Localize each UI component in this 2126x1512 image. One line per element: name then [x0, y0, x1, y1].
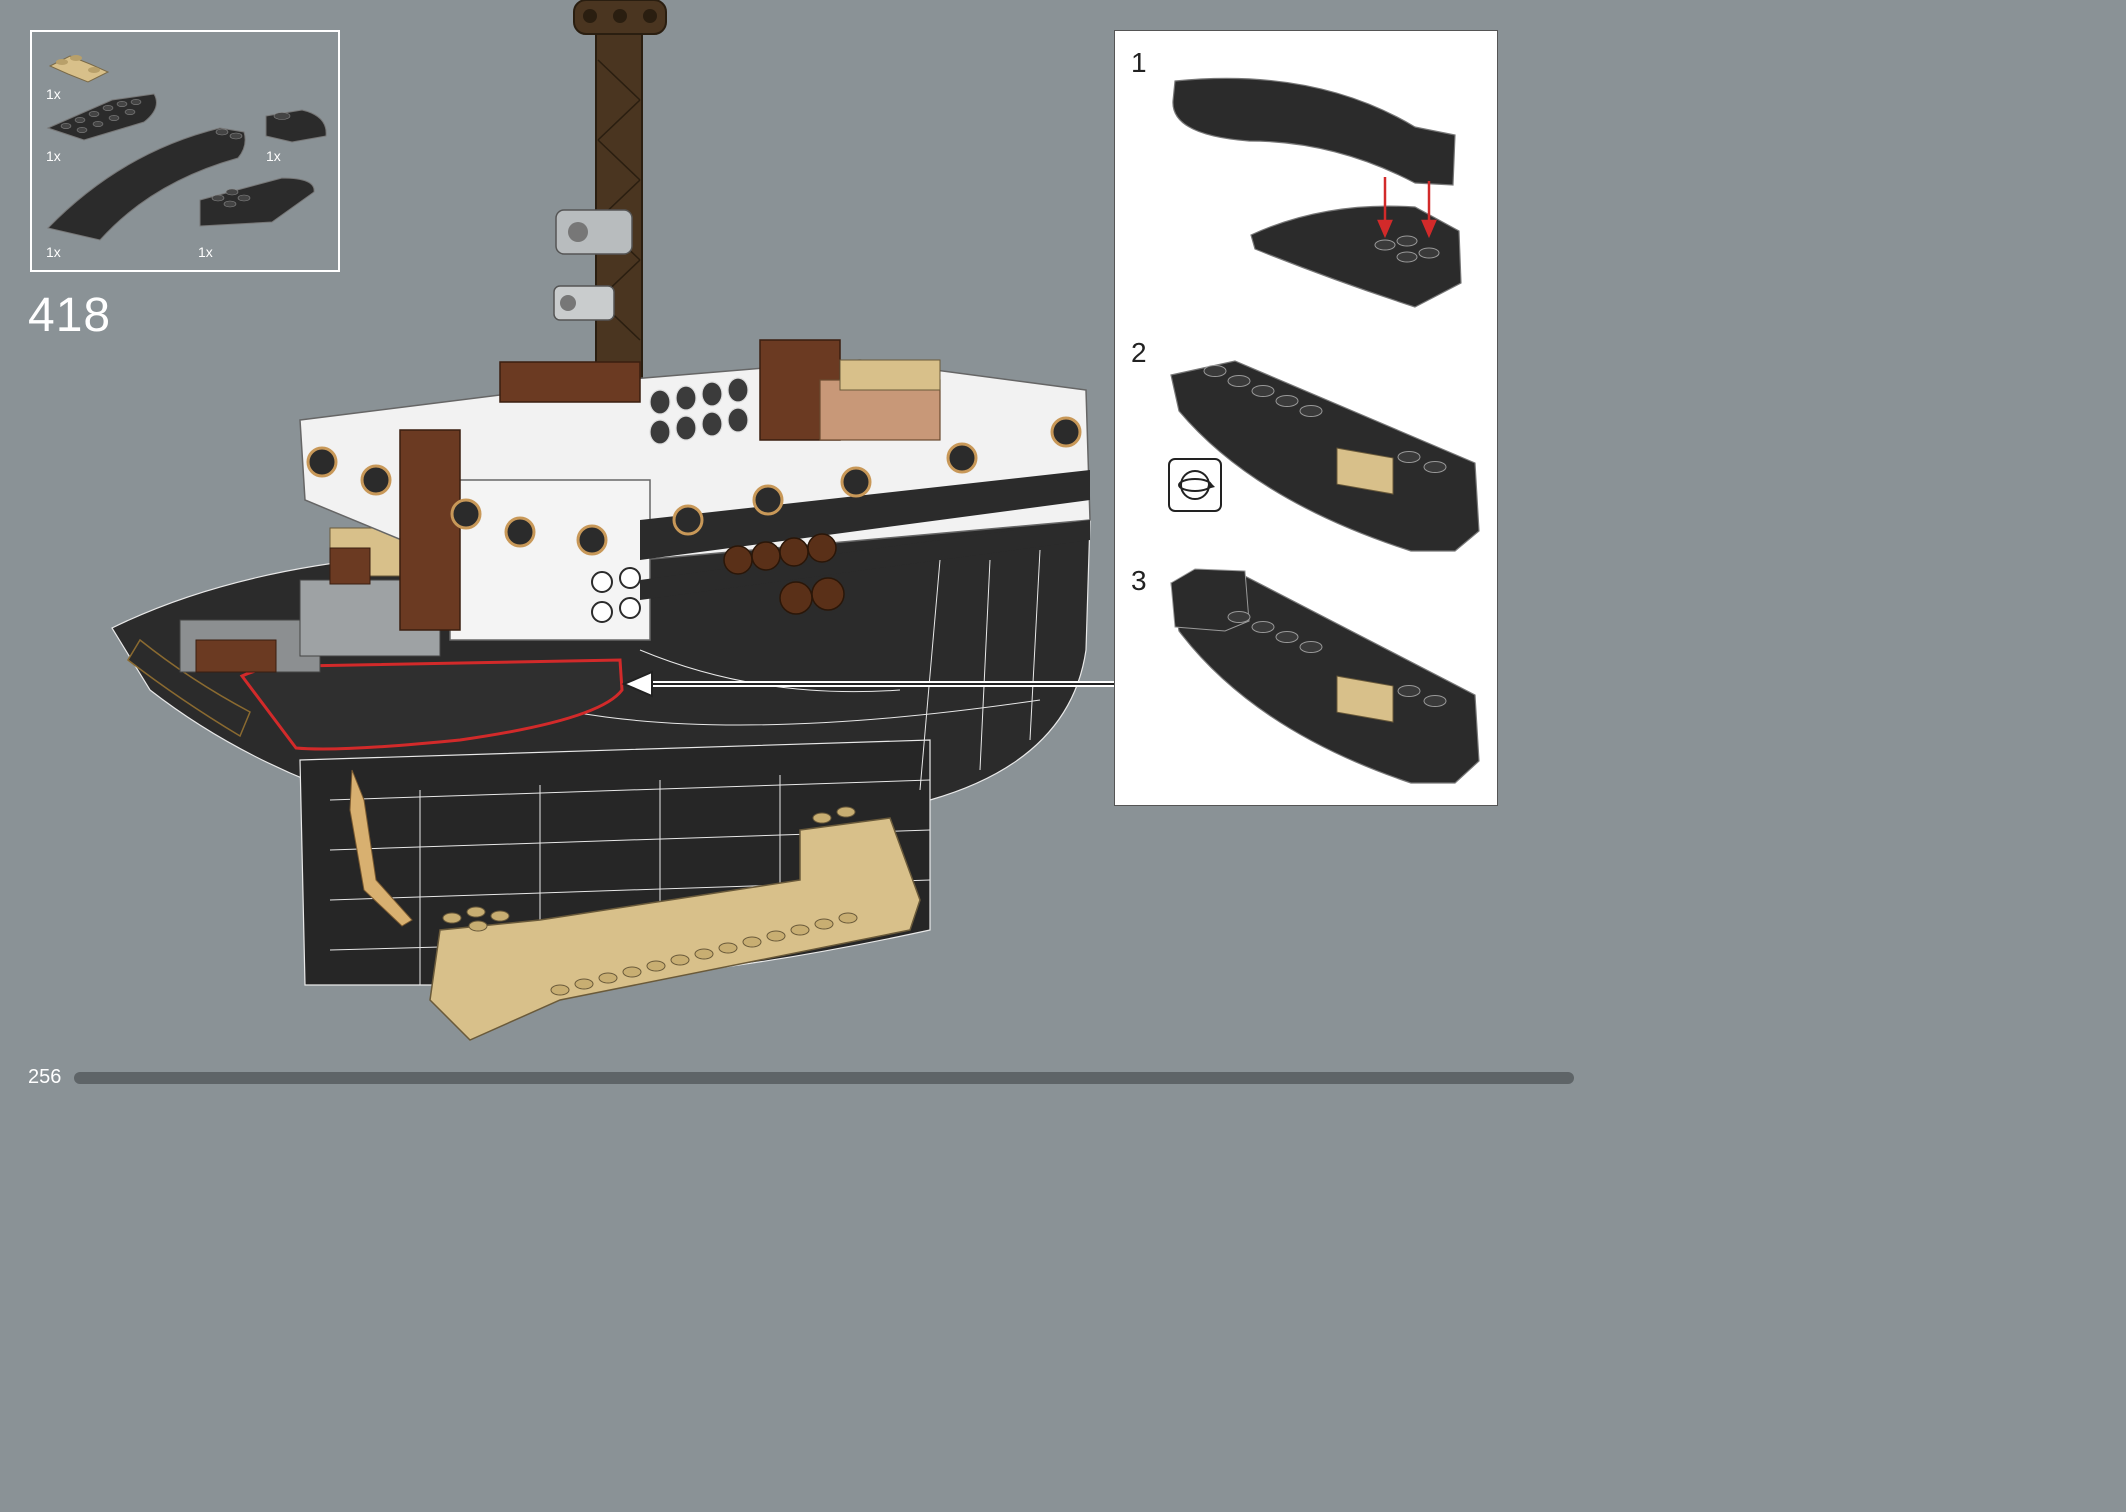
substep-1-illustration — [1172, 77, 1462, 308]
callout-arrow — [621, 670, 1114, 698]
parts-list-box: 1x 1x 1x 1x 1x — [30, 30, 340, 272]
black-curved-slope-brick-part — [199, 177, 315, 227]
sub-assembly-panel: 1 2 3 — [1114, 30, 1498, 806]
hull — [111, 519, 1091, 986]
part-qty: 1x — [266, 148, 281, 164]
page-progress-bar — [74, 1072, 1574, 1084]
rotate-model-icon — [1168, 458, 1222, 512]
display-stand — [429, 806, 921, 1041]
substep-number: 3 — [1131, 565, 1147, 596]
substep-number: 1 — [1131, 47, 1147, 78]
sub-assembly-illustrations — [1168, 77, 1480, 784]
black-round-brick-part — [265, 109, 327, 143]
white-superstructure — [299, 339, 1091, 641]
mast-connectors — [553, 209, 633, 321]
part-qty: 1x — [46, 244, 61, 260]
part-qty: 1x — [46, 148, 61, 164]
tan-corner-plate-part — [48, 55, 110, 83]
mast — [573, 0, 667, 471]
substep-3-illustration — [1170, 568, 1480, 784]
black-wedge-plate-part — [46, 93, 157, 141]
bow-deck-details — [179, 527, 441, 673]
parts-illustrations — [46, 55, 327, 241]
substep-number: 2 — [1131, 337, 1147, 368]
rudder — [349, 769, 413, 927]
instruction-page: 1x 1x 1x 1x 1x 418 — [28, 0, 1574, 1088]
page-number: 256 — [28, 1066, 62, 1088]
part-qty: 1x — [46, 86, 61, 102]
black-curved-slope-long-part — [47, 127, 246, 241]
substep-2-illustration — [1170, 360, 1480, 552]
step-number: 418 — [28, 289, 112, 342]
part-qty: 1x — [198, 244, 213, 260]
